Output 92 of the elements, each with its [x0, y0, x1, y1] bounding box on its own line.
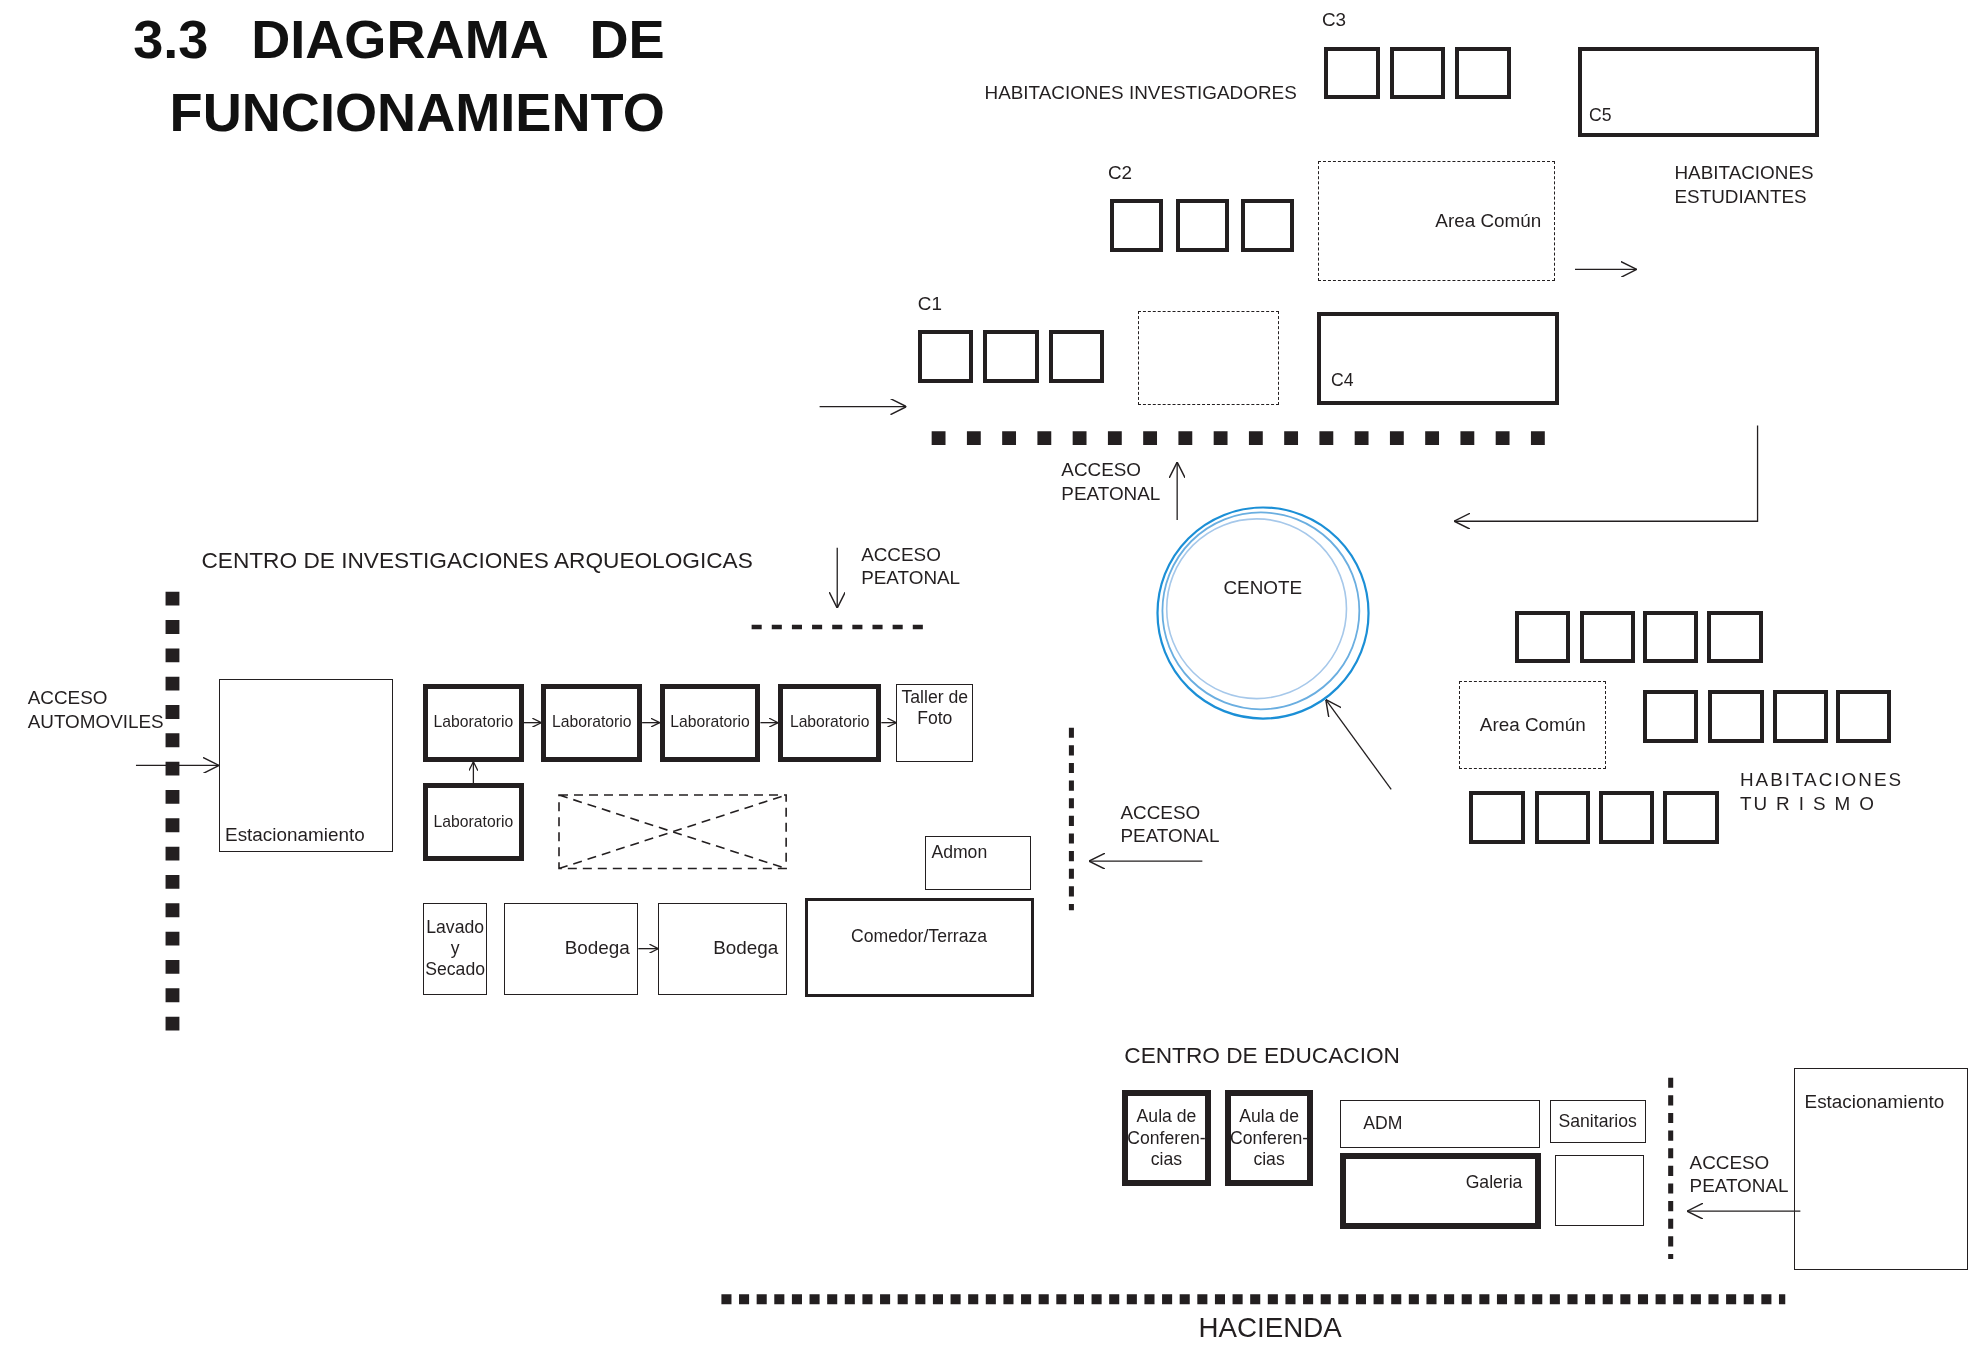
room-square — [1580, 610, 1636, 664]
room-box — [423, 783, 524, 862]
zone-title: HACIENDA — [1198, 1310, 1342, 1345]
room-box — [1225, 1090, 1314, 1186]
zone-title: CENTRO DE INVESTIGACIONES ARQUEOLOGICAS — [201, 546, 753, 575]
room-box — [778, 683, 882, 762]
space-label: Bodega — [564, 937, 630, 960]
room-square — [1389, 46, 1446, 100]
arrow — [468, 761, 479, 784]
space-label: C5 — [1589, 104, 1612, 126]
room-box — [541, 683, 643, 762]
room-box — [804, 897, 1034, 998]
room-square — [1663, 790, 1719, 844]
access-label: ACCESO PEATONAL — [1061, 458, 1162, 506]
group-label: C2 — [1107, 161, 1133, 185]
space-label: Sanitarios — [1558, 1111, 1637, 1133]
room-square — [1455, 46, 1511, 100]
arrow — [759, 717, 779, 728]
room-square — [1534, 790, 1591, 844]
room-square — [1048, 329, 1105, 383]
dashed-area-box — [1138, 310, 1280, 406]
space-label: Aula de Conferen-cias — [1127, 1106, 1206, 1170]
space-label: Laboratorio — [789, 713, 870, 733]
room-box — [1577, 46, 1820, 138]
arrow — [641, 717, 661, 728]
zone-label: HABITACIONES ESTUDIANTES — [1674, 161, 1815, 209]
room-box — [1794, 1067, 1968, 1271]
group-label: C3 — [1321, 7, 1347, 32]
room-box — [1316, 312, 1559, 406]
room-square — [1708, 689, 1764, 743]
room-box — [219, 678, 393, 853]
room-square — [917, 329, 974, 383]
dashed-area-box — [1459, 681, 1607, 770]
room-square — [1643, 689, 1699, 743]
room-box — [925, 835, 1032, 891]
room-box — [1549, 1100, 1646, 1144]
space-label: Estacionamiento — [1804, 1091, 1945, 1114]
crossed-area-box — [557, 794, 787, 870]
room-square — [1835, 689, 1891, 743]
space-label: Laboratorio — [551, 713, 632, 733]
room-box — [1339, 1153, 1541, 1229]
space-label: Area Común — [1479, 713, 1586, 737]
room-square — [1707, 610, 1763, 664]
space-label: Lavado y Secado — [425, 916, 485, 981]
room-square — [983, 329, 1039, 383]
room-box — [1339, 1100, 1540, 1148]
space-label: Taller de Foto — [900, 687, 970, 730]
space-label: Estacionamiento — [225, 823, 365, 847]
room-box — [896, 683, 974, 762]
page-title: 3.3 DIAGRAMA DE FUNCIONAMIENTO — [132, 7, 665, 144]
space-label: Galeria — [1465, 1171, 1523, 1193]
room-square — [1469, 790, 1525, 844]
space-label: ADM — [1363, 1113, 1403, 1135]
room-box — [658, 902, 787, 995]
arrow — [135, 756, 220, 775]
group-label: C1 — [917, 292, 942, 316]
room-square — [1643, 610, 1699, 664]
arrow — [880, 717, 898, 728]
room-square — [1514, 610, 1570, 664]
space-label: C4 — [1330, 370, 1354, 392]
arrow — [637, 943, 660, 954]
space-label: Area Común — [1435, 209, 1542, 233]
room-square — [1241, 198, 1295, 252]
zone-label: HABITACIONES TURISMO — [1739, 768, 1905, 816]
space-label: Laboratorio — [670, 713, 750, 733]
room-box — [1121, 1090, 1212, 1186]
space-label: Admon — [931, 842, 988, 864]
room-box — [659, 683, 761, 762]
zone-label: HABITACIONES INVESTIGADORES — [984, 80, 1297, 105]
room-square — [1110, 198, 1164, 252]
room-box — [1554, 1154, 1645, 1227]
room-box — [423, 902, 488, 995]
cenote-circle — [1155, 506, 1370, 721]
room-square — [1175, 198, 1229, 252]
space-label: Laboratorio — [433, 713, 514, 733]
cenote-label: CENOTE — [1223, 576, 1303, 600]
space-label: Aula de Conferen-cias — [1229, 1106, 1309, 1170]
access-label: ACCESO PEATONAL — [1120, 800, 1221, 848]
access-label: ACCESO PEATONAL — [861, 542, 962, 590]
room-square — [1598, 790, 1655, 844]
space-label: Laboratorio — [433, 812, 514, 832]
room-square — [1324, 46, 1380, 100]
arrow — [523, 717, 542, 728]
space-label: Bodega — [713, 937, 779, 960]
arrow — [1325, 698, 1392, 791]
dashed-area-box — [1318, 161, 1555, 281]
room-box — [423, 683, 524, 762]
zone-title: CENTRO DE EDUCACION — [1124, 1041, 1400, 1070]
space-label: Comedor/Terraza — [851, 925, 988, 947]
access-label: ACCESO AUTOMOVILES — [27, 686, 165, 734]
room-square — [1772, 689, 1829, 743]
room-box — [503, 902, 639, 995]
